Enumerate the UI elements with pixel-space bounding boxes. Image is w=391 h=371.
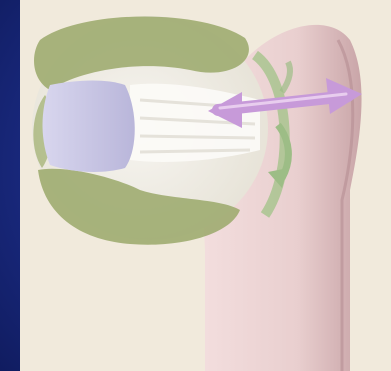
lavender-core bbox=[43, 80, 135, 172]
product-photo bbox=[20, 0, 391, 371]
toothbrush-head-illustration bbox=[20, 0, 391, 371]
